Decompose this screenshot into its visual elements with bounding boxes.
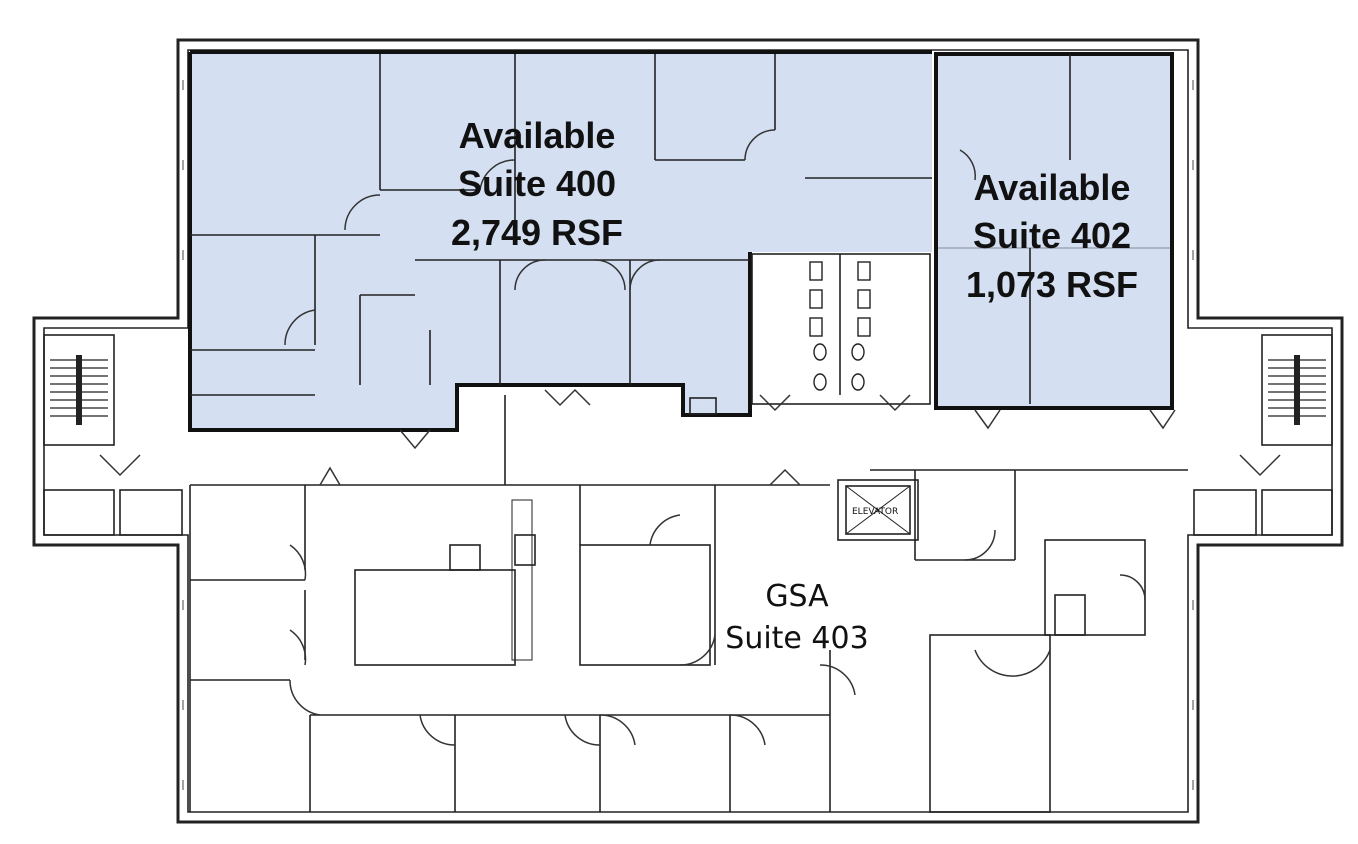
suite-400-area-text: 2,749 RSF <box>451 212 623 253</box>
building-outline <box>32 38 1344 824</box>
suite-400-area[interactable] <box>188 50 932 432</box>
suite-400-walls <box>190 54 932 396</box>
restrooms <box>751 253 931 412</box>
suite-402-name: Suite 402 <box>973 215 1131 256</box>
suite-402-status: Available <box>974 167 1131 208</box>
suite-402-walls <box>936 54 1176 430</box>
suite-402-area[interactable] <box>934 52 1174 410</box>
left-stair <box>43 334 183 536</box>
elevator: ELEVATOR <box>837 479 919 541</box>
right-stair <box>1193 334 1333 536</box>
suite-400-label: Available Suite 400 2,749 RSF <box>451 115 623 253</box>
suite-403-name: Suite 403 <box>725 621 868 656</box>
elevator-label: ELEVATOR <box>852 507 898 517</box>
suite-403-tenant: GSA <box>765 579 829 614</box>
suite-403-label: GSA Suite 403 <box>725 579 868 656</box>
suite-400-doors <box>284 129 776 450</box>
suite-403-walls <box>189 470 1146 813</box>
suite-402-area-text: 1,073 RSF <box>966 264 1138 305</box>
corridor <box>99 395 1281 486</box>
suite-400-name: Suite 400 <box>458 163 616 204</box>
suite-402-label: Available Suite 402 1,073 RSF <box>966 167 1138 305</box>
suite-400-status: Available <box>459 115 616 156</box>
